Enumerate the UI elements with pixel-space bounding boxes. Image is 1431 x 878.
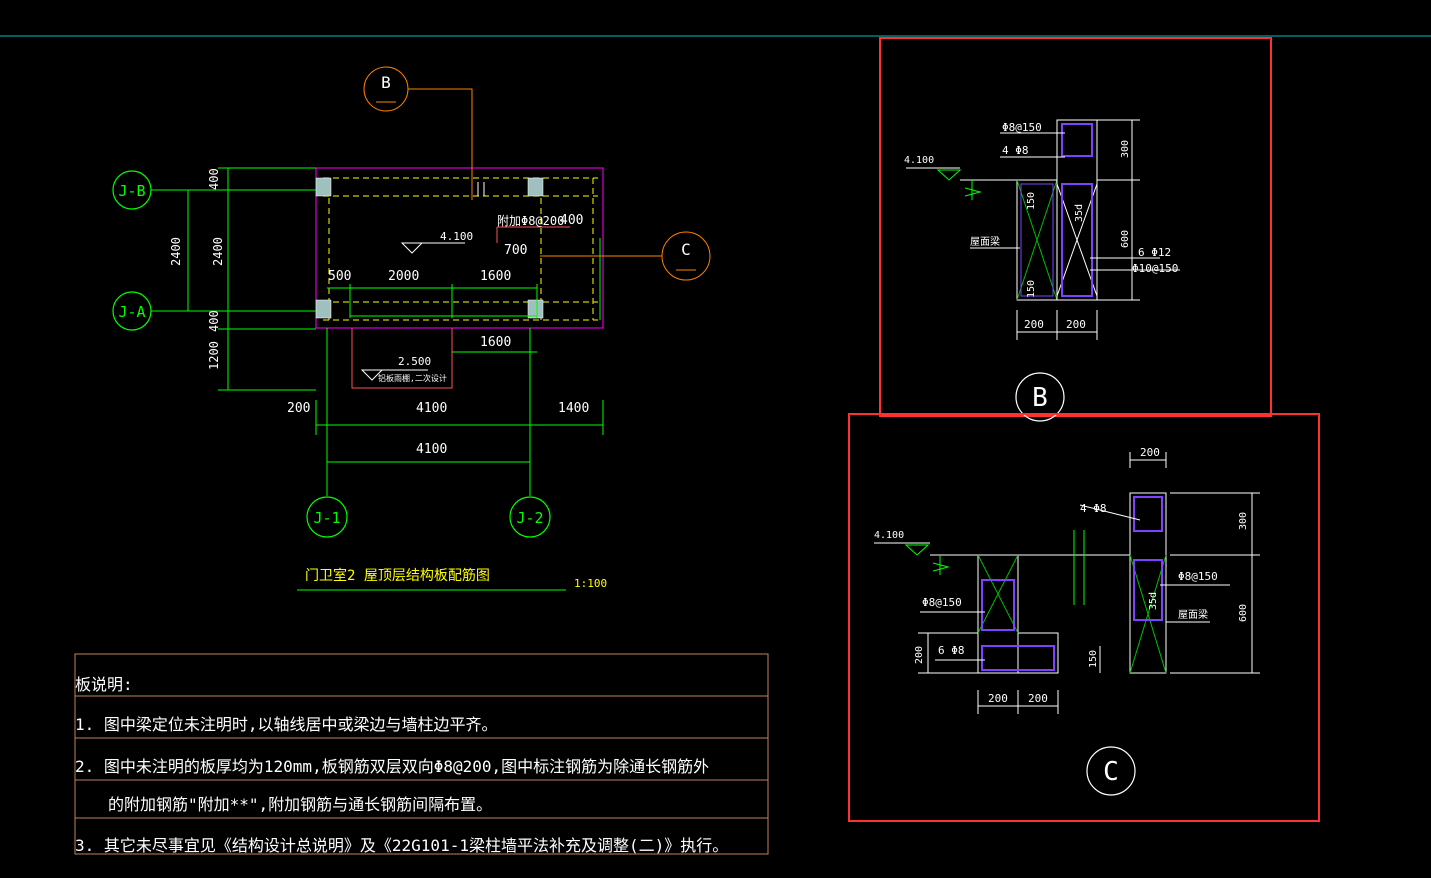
dim-1200: 1200 (207, 341, 221, 370)
rebar-note: 附加Φ8@200 (497, 214, 564, 228)
section-b-rebar-6: 6 Φ12 (1138, 246, 1171, 259)
section-b-rebar-4: 4 Φ8 (1002, 144, 1029, 157)
section-b-column (1056, 119, 1098, 301)
section-c-rebar-4: 4 Φ8 (1080, 502, 1107, 515)
section-b-d600: 600 (1120, 230, 1131, 248)
dim-400b: 400 (207, 310, 221, 332)
dim-200: 200 (287, 401, 310, 416)
section-b-label: B (1032, 383, 1048, 413)
section-c-d300: 300 (1238, 512, 1249, 530)
dim-2400b: 2400 (211, 237, 225, 266)
section-c-elev: 4.100 (874, 530, 904, 541)
section-b-rebar-10: Φ10@150 (1132, 262, 1178, 275)
dim-1600b: 1600 (480, 335, 511, 350)
columns (315, 177, 544, 319)
section-c-label: C (1103, 757, 1119, 787)
dim-2400a: 2400 (169, 237, 183, 266)
section-c-label-bubble (1086, 746, 1136, 796)
plan-title: 门卫室2 屋顶层结构板配筋图 (305, 567, 490, 584)
canopy-elevation: 2.500 (398, 355, 431, 368)
section-c-rebar-6: 6 Φ8 (938, 644, 965, 657)
section-b-d150b: 150 (1026, 280, 1037, 298)
notes-table: 板说明: 1. 图中梁定位未注明时,以轴线居中或梁边与墙柱边平齐。 2. 图中未… (74, 653, 769, 855)
plan-scale: 1:100 (574, 577, 607, 590)
axis-j2-text: J-2 (516, 509, 543, 527)
canopy-note: 铝板雨棚,二次设计 (378, 373, 447, 383)
rebar-lines (327, 284, 538, 353)
section-c-beam-label: 屋面梁 (1178, 608, 1208, 621)
notes-line-4: 3. 其它未尽事宜见《结构设计总说明》及《22G101-1梁柱墙平法补充及调整(… (75, 836, 728, 855)
notes-line-2: 2. 图中未注明的板厚均为120mm,板钢筋双层双向Φ8@200,图中标注钢筋为… (75, 757, 709, 776)
notes-frame (74, 653, 769, 855)
section-c-frame (848, 413, 1320, 822)
notes-line-1: 1. 图中梁定位未注明时,以轴线居中或梁边与墙柱边平齐。 (75, 715, 498, 734)
notes-line-3: 的附加钢筋"附加**",附加钢筋与通长钢筋间隔布置。 (108, 795, 492, 814)
axis-bubble-j2 (509, 496, 551, 538)
dim-2000: 2000 (388, 269, 419, 284)
section-b-d150a: 150 (1026, 192, 1037, 210)
axis-j1-text: J-1 (313, 509, 340, 527)
axis-lines (151, 167, 604, 496)
section-b-detail: B 4.100 Φ8@150 4 Φ8 6 Φ12 Φ10@150 屋面梁 20… (879, 37, 1272, 422)
section-b-rebar-top: Φ8@150 (1002, 121, 1042, 134)
axis-bubble-j1 (306, 496, 348, 538)
section-b-d300: 300 (1120, 140, 1131, 158)
roof-slab-plan: B C J-B J-A J-1 J-2 4.100 附加Φ8@200 400 7… (112, 66, 711, 591)
section-c-d600: 600 (1238, 604, 1249, 622)
bubble-c-text: C (681, 240, 691, 259)
section-b-w1: 200 (1024, 318, 1044, 331)
dim-1600a: 1600 (480, 269, 511, 284)
section-b-d35d: 35d (1074, 204, 1085, 222)
section-b-w2: 200 (1066, 318, 1086, 331)
section-c-d35d: 35d (1148, 592, 1159, 610)
section-b-frame (879, 37, 1272, 417)
canopy-outline (351, 328, 453, 389)
dim-4100b: 4100 (416, 442, 447, 457)
section-b-elev: 4.100 (904, 155, 934, 166)
bubble-b-text: B (381, 73, 391, 92)
dim-1400: 1400 (558, 401, 589, 416)
dim-400a: 400 (207, 168, 221, 190)
section-b-label-bubble (1015, 372, 1065, 422)
section-c-rebar-l: Φ8@150 (922, 596, 962, 609)
dim-500: 500 (328, 269, 351, 284)
slab-outline (315, 167, 604, 329)
beam-dashed-lines (323, 177, 598, 321)
section-c-rebar-r: Φ8@150 (1178, 570, 1218, 583)
section-b-beam-label: 屋面梁 (970, 235, 1000, 248)
section-c-d200: 200 (914, 646, 925, 664)
section-c-top-w: 200 (1140, 446, 1160, 459)
section-c-w1: 200 (988, 692, 1008, 705)
section-c-column (1129, 492, 1167, 674)
section-c-detail: C 4.100 200 4 Φ8 Φ8@150 Φ8@150 6 Φ8 屋面梁 … (848, 413, 1320, 822)
dim-4100a: 4100 (416, 401, 447, 416)
slab-elevation: 4.100 (440, 230, 473, 243)
dim-700: 700 (504, 243, 527, 258)
section-c-left-beam (977, 554, 1019, 674)
axis-jb-text: J-B (118, 182, 145, 200)
section-c-d150: 150 (1088, 650, 1099, 668)
dim-400c: 400 (560, 213, 583, 228)
section-c-w2: 200 (1028, 692, 1048, 705)
notes-heading: 板说明: (75, 675, 133, 694)
axis-ja-text: J-A (118, 303, 145, 321)
